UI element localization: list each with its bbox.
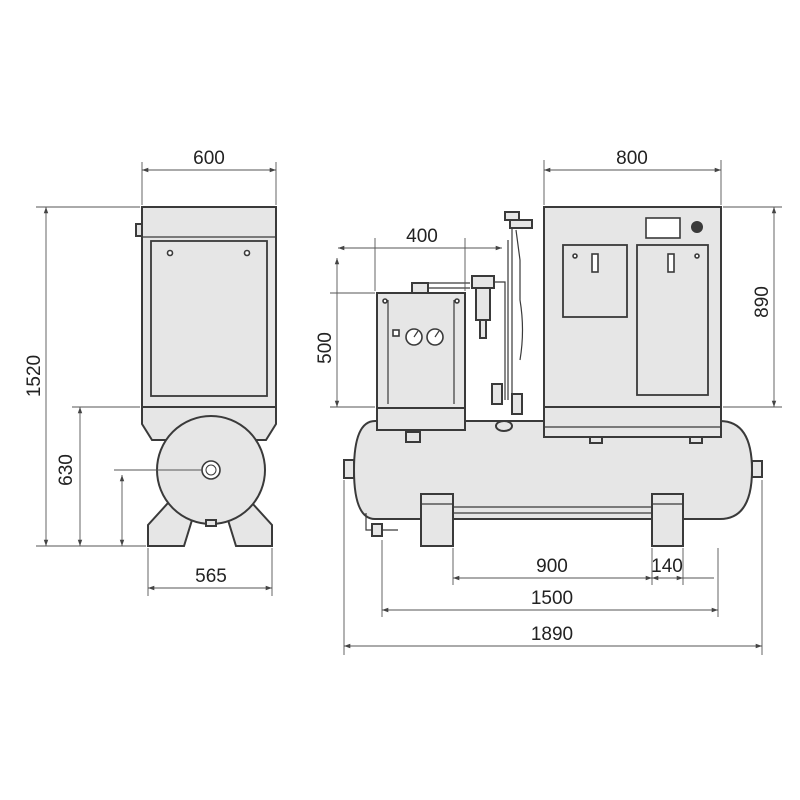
dim-label-overall-length: 1890 (531, 624, 573, 645)
dim-label-side-width: 600 (193, 148, 225, 169)
dryer-base (376, 407, 466, 431)
filter-bowl (475, 287, 491, 321)
dim-label-foot-spacing: 900 (536, 556, 568, 577)
dim-label-tank-length: 1500 (531, 588, 573, 609)
tank-end-fitting-right (751, 460, 763, 478)
dim-label-tank-center: 630 (56, 454, 77, 486)
side-tank-outlet (201, 460, 221, 480)
dim-label-dryer-width: 400 (406, 226, 438, 247)
side-hinge (135, 223, 143, 237)
front-view: 800 890 400 500 900 140 1500 (315, 148, 782, 655)
dim-label-front-foot: 140 (651, 556, 683, 577)
tank-end-fitting-left (343, 459, 355, 479)
dim-label-dryer-height: 500 (315, 332, 336, 364)
front-foot-left (420, 493, 454, 547)
top-elbow (504, 211, 520, 221)
dryer-gauge-left (405, 328, 423, 346)
compressor-base (543, 406, 722, 438)
dim-label-side-foot: 565 (195, 566, 227, 587)
filter-head (471, 275, 495, 289)
dim-label-compressor-height: 890 (752, 286, 773, 318)
dryer-gauge-right (426, 328, 444, 346)
dryer-unit (376, 292, 466, 409)
dim-label-compressor-width: 800 (616, 148, 648, 169)
front-foot-right (651, 493, 684, 547)
emergency-stop-button (691, 221, 703, 233)
dim-label-side-height: 1520 (24, 355, 45, 397)
drain-pipe (365, 513, 398, 531)
drain-valve (491, 383, 503, 405)
side-door-panel (150, 240, 268, 397)
side-view: 600 1520 630 565 (24, 148, 277, 596)
control-display (645, 217, 681, 239)
